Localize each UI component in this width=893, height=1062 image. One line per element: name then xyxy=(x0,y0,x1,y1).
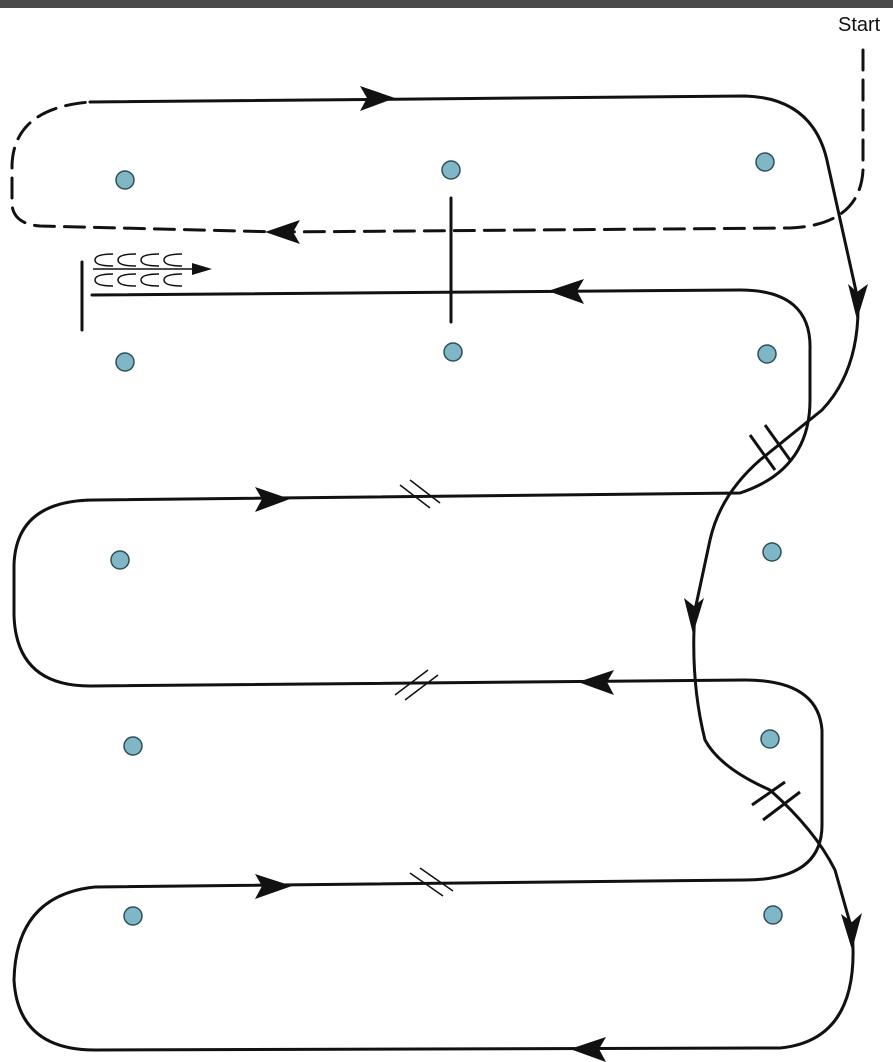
thin-hatch-mark xyxy=(394,669,439,701)
finish-mark xyxy=(117,273,137,287)
cone-marker xyxy=(115,170,135,190)
finish-mark xyxy=(163,273,183,287)
direction-arrow xyxy=(255,874,292,899)
main-route xyxy=(12,94,860,1052)
finish-mark xyxy=(140,273,160,287)
finish-mark xyxy=(117,253,137,267)
start-approach-path xyxy=(10,48,865,234)
start-label: Start xyxy=(838,14,881,36)
cone-marker xyxy=(443,342,463,362)
cone-marker xyxy=(123,736,143,756)
direction-arrow xyxy=(841,913,862,950)
direction-arrow xyxy=(265,220,300,244)
top-bar xyxy=(0,0,893,8)
direction-arrow xyxy=(684,598,704,634)
finish-mark xyxy=(140,253,160,267)
hatch-line xyxy=(404,674,439,701)
cone-marker xyxy=(762,542,782,562)
double-hatch-mark xyxy=(751,780,801,822)
cone-marker xyxy=(123,906,143,926)
hatch-line xyxy=(394,669,429,696)
direction-arrow xyxy=(548,279,584,304)
direction-arrow xyxy=(255,487,290,512)
hatch-line xyxy=(419,867,454,892)
finish-arrow-group xyxy=(93,263,212,275)
finish-mark xyxy=(163,253,183,267)
direction-arrow xyxy=(578,670,614,695)
finish-marks xyxy=(94,253,183,287)
cone-marker xyxy=(115,352,135,372)
direction-arrow xyxy=(360,86,395,111)
finish-arrow-head xyxy=(192,263,212,275)
cone-marker xyxy=(763,905,783,925)
cone-marker xyxy=(757,344,777,364)
hatch-line xyxy=(409,872,444,897)
cone-marker xyxy=(441,160,461,180)
finish-mark xyxy=(94,273,114,287)
hatch-line xyxy=(748,434,777,471)
direction-arrow xyxy=(570,1037,606,1062)
thin-hatch-mark xyxy=(409,867,454,897)
cone-marker xyxy=(110,550,130,570)
double-hatch-mark xyxy=(748,424,792,471)
hatch-line xyxy=(399,484,431,509)
direction-arrow xyxy=(848,284,868,320)
finish-mark xyxy=(94,253,114,267)
hatch-line xyxy=(409,479,441,504)
cone-marker xyxy=(760,729,780,749)
hatch-line xyxy=(751,780,786,807)
hatch-line xyxy=(762,790,801,822)
thin-hatch-mark xyxy=(399,479,441,509)
hatch-line xyxy=(763,424,792,461)
cone-marker xyxy=(755,152,775,172)
